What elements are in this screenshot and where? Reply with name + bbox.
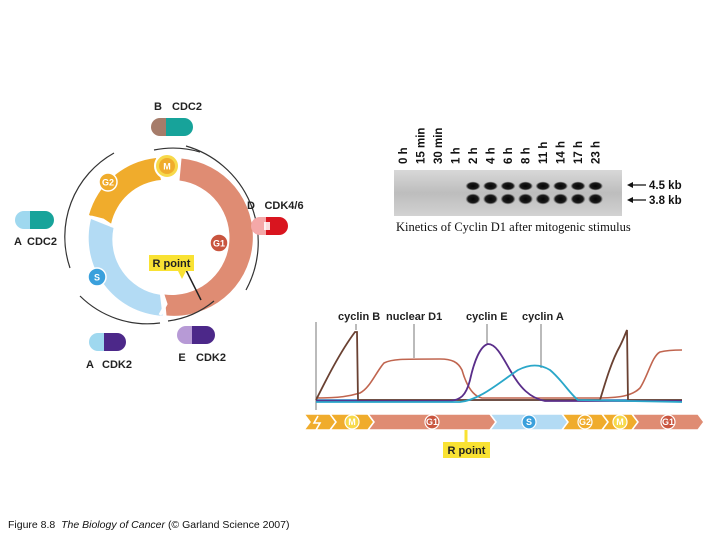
time-label: 17 h [573, 141, 585, 164]
band-3-8kb [483, 193, 498, 205]
cdc2-label-top: CDC2 [172, 101, 202, 113]
band-3-8kb [465, 193, 481, 205]
phase-bar-marker [344, 414, 360, 430]
phase-bar-label: G1 [662, 417, 674, 427]
cyclin-b-label: B [154, 101, 162, 113]
complex-cyclin-d-cdk46: D CDK4/6 [247, 200, 304, 235]
blot-time-labels: 0 h 15 min 30 min 1 h 2 h 4 h 6 h 8 h 11 h 14 h 17… [398, 128, 603, 164]
g2-arc [89, 158, 161, 224]
g2-phase-circle [98, 172, 118, 192]
band-label-4-5kb: 4.5 kb [649, 180, 682, 192]
s-phase-label: S [94, 273, 100, 283]
band-4-5kb [483, 181, 498, 191]
band-4-5kb [588, 181, 603, 191]
phase-bar-label: M [616, 417, 624, 427]
complex-cyclin-a-cdk2: A CDK2 [86, 333, 132, 371]
series-label-cyclin-a: cyclin A [522, 311, 564, 323]
bracket-cyclin-a-cdk2 [79, 295, 161, 325]
g1-arc [164, 158, 253, 316]
cdc2-label-left: CDC2 [27, 236, 57, 248]
northern-blot: 0 h 15 min 30 min 1 h 2 h 4 h 6 h 8 h 11 h 14 h 17… [394, 128, 682, 216]
phase-bar-label: G1 [426, 417, 438, 427]
series-label-cyclin-e: cyclin E [466, 311, 508, 323]
bracket-cyclin-e [167, 300, 215, 322]
r-point-tick [185, 269, 202, 301]
bracket-cyclin-b [153, 147, 201, 153]
complex-cyclin-b-cdc2: B CDC2 [151, 101, 202, 136]
cell-cycle-wheel: M G2 G1 S R point B CDC2 [14, 101, 304, 371]
s-phase-circle [87, 267, 107, 287]
figure-number: Figure 8.8 [8, 519, 56, 531]
band-3-8kb [535, 193, 551, 205]
complex-cyclin-a-cdc2: A CDC2 [14, 211, 57, 248]
time-label: 0 h [398, 147, 410, 164]
blot-caption: Kinetics of Cyclin D1 after mitogenic st… [396, 220, 631, 234]
band-3-8kb [500, 193, 516, 205]
phase-bar-marker [424, 414, 440, 430]
series-cyclin-a [316, 364, 683, 403]
cyclin-d-label: D [247, 200, 255, 212]
phase-bar-label: G2 [579, 417, 591, 427]
series-nuclear-d1 [315, 349, 683, 399]
time-label: 2 h [468, 147, 480, 164]
band-4-5kb [535, 181, 551, 191]
cdk2-label-bottom-right: CDK2 [196, 352, 226, 364]
band-3-8kb [518, 193, 533, 205]
r-point-label: R point [153, 258, 191, 270]
cyclin-kinetics-plot: cyclin B nuclear D1 cyclin E cyclin A M G… [302, 311, 705, 458]
bracket-cyclin-a-cdc2 [64, 152, 115, 269]
series-cyclin-b [315, 329, 682, 401]
figure-caption: Figure 8.8 The Biology of Cancer (© Garl… [8, 519, 290, 531]
blot-membrane [394, 170, 622, 216]
time-label: 1 h [451, 147, 463, 164]
cyclin-a-label-left: A [14, 236, 22, 248]
bracket-cyclin-d [185, 145, 259, 291]
time-label: 8 h [521, 147, 533, 164]
band-4-5kb [553, 181, 568, 191]
book-title: The Biology of Cancer [61, 519, 166, 531]
series-label-nuclear-d1: nuclear D1 [386, 311, 442, 323]
g1-phase-label: G1 [213, 239, 225, 249]
phase-bar: M G1 S G2 M G1 [302, 413, 705, 431]
complex-cyclin-e-cdk2: E CDK2 [177, 326, 226, 364]
series-cyclin-e [316, 343, 682, 402]
band-4-5kb [500, 181, 516, 191]
band-4-5kb [518, 181, 533, 191]
cdk46-label: CDK4/6 [264, 200, 303, 212]
cdk2-label-bottom-left: CDK2 [102, 359, 132, 371]
time-label: 11 h [538, 142, 550, 164]
phase-bar-marker [612, 414, 628, 430]
kinetics-r-point-box [443, 442, 490, 458]
cyclin-a-label-bottom: A [86, 359, 94, 371]
band-3-8kb [553, 193, 568, 205]
series-label-cyclin-b: cyclin B [338, 311, 380, 323]
time-label: 6 h [503, 147, 515, 164]
band-label-3-8kb: 3.8 kb [649, 195, 682, 207]
blot-bands [465, 181, 603, 205]
g2-phase-label: G2 [102, 178, 114, 188]
phase-bar-break-icon [312, 415, 322, 431]
phase-bar-marker [660, 414, 676, 430]
phase-bar-label: S [526, 417, 532, 427]
time-label: 14 h [556, 141, 568, 164]
kinetics-r-point-label: R point [448, 445, 486, 457]
cyclin-e-label: E [178, 352, 185, 364]
copyright: (© Garland Science 2007) [167, 519, 290, 531]
band-3-8kb [588, 193, 603, 205]
time-label: 23 h [591, 141, 603, 164]
m-phase-label: M [163, 162, 171, 172]
g1-phase-circle [209, 233, 229, 253]
band-4-5kb [465, 181, 481, 191]
s-arc [88, 219, 163, 316]
r-point-box [149, 255, 194, 271]
band-4-5kb [570, 181, 586, 191]
time-label: 15 min [416, 128, 428, 164]
time-label: 30 min [433, 128, 445, 164]
phase-bar-label: M [348, 417, 356, 427]
time-label: 4 h [486, 147, 498, 164]
phase-bar-marker [521, 414, 537, 430]
band-3-8kb [570, 193, 586, 205]
phase-bar-marker [577, 414, 593, 430]
